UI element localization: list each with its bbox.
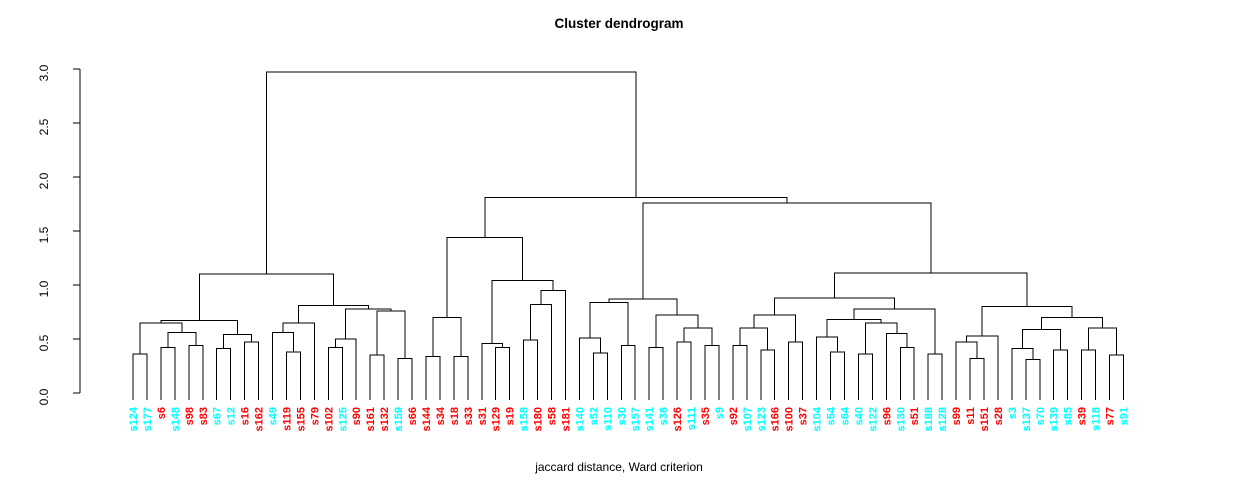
leaf-label: s91 [1118,407,1130,425]
leaf-label: s31 [477,407,489,425]
leaf-label: s19 [505,407,517,425]
leaf-label: s130 [895,407,907,431]
leaf-label: s40 [853,407,865,425]
leaf-label: s126 [672,407,684,431]
leaf-label: s58 [547,407,559,425]
leaf-label: s110 [602,407,614,431]
leaf-label: s188 [923,407,935,431]
leaf-label: s3 [1007,407,1019,419]
leaf-label: s92 [728,407,740,425]
leaf-label: s54 [826,406,838,425]
leaf-label: s90 [351,407,363,425]
leaf-label: s155 [295,407,307,431]
leaf-label: s79 [309,407,321,425]
leaf-label: s6 [156,407,168,419]
leaf-label: s49 [268,407,280,425]
leaf-label: s37 [798,407,810,425]
leaf-label: s34 [435,406,447,425]
chart-title: Cluster dendrogram [554,16,684,31]
y-axis [73,68,81,394]
leaf-label: s9 [714,407,726,419]
leaf-label: s151 [979,407,991,431]
leaf-label: s98 [184,407,196,425]
leaf-label: s83 [198,407,210,425]
leaf-label: s64 [839,406,851,425]
leaf-label: s181 [560,407,572,431]
leaf-label: s96 [881,407,893,425]
leaf-label: s132 [379,407,391,431]
y-tick-label: 3.0 [37,64,51,81]
leaf-label: s77 [1105,407,1117,425]
leaf-label: s140 [574,407,586,431]
leaf-label: s119 [281,407,293,431]
leaf-label: s157 [630,407,642,431]
leaf-label: s139 [1049,407,1061,431]
y-tick-label: 1.0 [37,280,51,297]
leaf-label: s102 [323,407,335,431]
leaf-label: s33 [463,407,475,425]
leaf-label: s111 [686,407,698,430]
leaf-label: s11 [965,407,977,425]
leaf-label: s141 [644,407,656,431]
leaf-label: s36 [658,407,670,425]
leaf-label: s123 [756,407,768,431]
leaf-label: s137 [1021,407,1033,431]
leaf-label: s162 [254,407,266,431]
leaf-label: s166 [770,407,782,431]
leaf-label: s159 [393,407,405,431]
leaf-label: s158 [519,407,531,431]
y-tick-label: 2.5 [37,118,51,135]
leaf-label: s52 [588,407,600,425]
leaf-label: s28 [993,407,1005,425]
leaf-label: s128 [937,407,949,431]
leaf-label: s100 [784,407,796,431]
leaf-label: s129 [491,407,503,431]
y-tick-label: 1.5 [37,226,51,243]
leaf-label: s161 [365,407,377,431]
leaf-label: s12 [226,407,238,425]
leaf-label: s66 [407,407,419,425]
leaf-label: s104 [812,406,824,431]
leaf-label: s18 [449,407,461,425]
leaf-label: s118 [1091,407,1103,431]
leaf-label: s177 [142,407,154,431]
leaf-label: s124 [128,406,140,431]
leaf-label: s35 [700,407,712,425]
leaf-label: s122 [867,407,879,431]
leaf-label: s144 [421,406,433,431]
y-tick-label: 2.0 [37,172,51,189]
leaf-label: s70 [1035,407,1047,425]
leaf-label: s51 [909,407,921,425]
leaf-label: s16 [240,407,252,425]
leaf-label: s107 [742,407,754,431]
chart-caption: jaccard distance, Ward criterion [535,460,703,474]
leaf-label: s125 [337,407,349,431]
leaf-label: s85 [1063,407,1075,425]
dendrogram-tree [132,71,1124,400]
y-tick-label: 0.0 [37,388,51,405]
leaf-label: s99 [951,407,963,425]
leaf-label: s30 [616,407,628,425]
leaf-label: s39 [1077,407,1089,425]
leaf-label: s67 [212,407,224,425]
leaf-label: s148 [170,407,182,431]
leaf-label: s180 [533,407,545,431]
y-tick-label: 0.5 [37,334,51,351]
